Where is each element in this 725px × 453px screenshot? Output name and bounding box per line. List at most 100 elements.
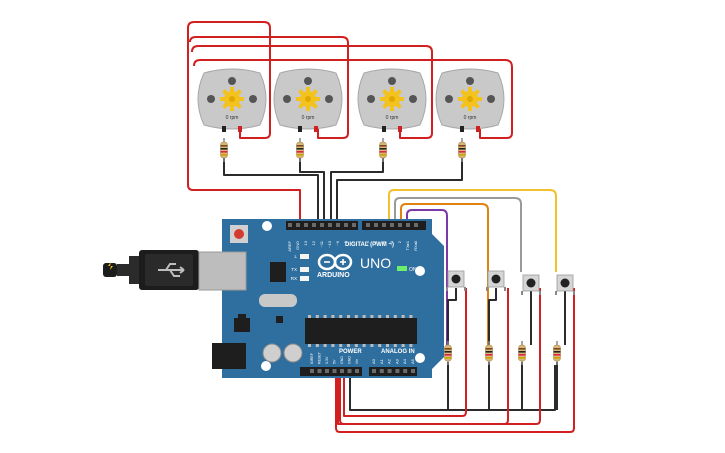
power-jack xyxy=(212,343,246,369)
pin-label: GND xyxy=(295,241,300,250)
pin-label: 8 xyxy=(343,240,348,243)
dc-motor-3: 0 rpm xyxy=(357,68,427,132)
led-label: TX xyxy=(291,267,297,272)
pin-socket xyxy=(398,223,402,227)
pin-label: ~9 xyxy=(335,240,340,245)
button2-stub xyxy=(488,288,497,345)
atmega-chip xyxy=(305,318,417,344)
arduino-logo-icon xyxy=(317,253,353,271)
motor2-terminal-wire xyxy=(317,60,349,139)
motor2-signal-wire xyxy=(299,158,325,222)
pin-socket xyxy=(352,223,356,227)
power-header: POWER xyxy=(339,349,362,355)
pin-label: 7 xyxy=(351,240,356,243)
pin-socket xyxy=(395,369,400,373)
motor-power-wire-1 xyxy=(187,28,301,222)
push-button-4 xyxy=(555,274,575,295)
pin-label: A0 xyxy=(371,358,376,364)
button3-resistor xyxy=(518,341,526,365)
reset-button xyxy=(234,229,244,239)
pin-socket xyxy=(403,369,408,373)
pin-socket xyxy=(310,369,314,373)
pin-label: GND xyxy=(348,356,352,364)
pin-socket xyxy=(379,369,384,373)
button2-resistor xyxy=(485,341,493,365)
motor-power-wire-3 xyxy=(189,36,349,60)
pin-socket xyxy=(374,223,378,227)
button1-stub xyxy=(447,288,457,345)
usb-icon xyxy=(158,263,185,277)
motor4-signal-wire xyxy=(336,158,463,222)
motor-power-wire-2 xyxy=(187,21,271,60)
pin-socket xyxy=(347,369,352,373)
pin-socket xyxy=(390,223,394,227)
pin-label: A3 xyxy=(394,358,399,364)
motor-speed-label: 0 rpm xyxy=(386,115,399,121)
on-label: ON xyxy=(409,267,417,273)
pin-socket xyxy=(288,223,292,227)
wires xyxy=(187,21,575,433)
motor-speed-label: 0 rpm xyxy=(302,115,315,121)
vcc-wire-4 xyxy=(337,288,509,425)
pin-socket xyxy=(325,369,329,373)
pin-label: ~11 xyxy=(319,240,324,247)
motor-power-wire-4 xyxy=(191,45,433,60)
analog-header: ANALOG IN xyxy=(381,349,415,355)
usb-port xyxy=(198,251,247,291)
dc-motor-2: 0 rpm xyxy=(273,68,343,132)
pin-label: GND xyxy=(340,356,344,364)
button4-signal-wire xyxy=(388,189,557,272)
button3-signal-wire xyxy=(394,197,522,272)
ground-bus-wire xyxy=(349,365,556,411)
motor-speed-label: 0 rpm xyxy=(226,115,239,121)
pin-socket xyxy=(387,369,392,373)
motor1-resistor xyxy=(220,138,228,162)
pin-socket xyxy=(320,223,324,227)
led-label: RX xyxy=(291,276,297,281)
pin-socket xyxy=(304,223,308,227)
pin-socket xyxy=(344,223,348,227)
pin-label: A4 xyxy=(402,358,407,364)
pin-socket xyxy=(355,369,359,373)
pin-label: 5V xyxy=(333,359,337,364)
vcc-wire-1 xyxy=(335,288,575,433)
pin-socket xyxy=(372,369,376,373)
motor-speed-label: 0 rpm xyxy=(464,115,477,121)
pin-socket xyxy=(414,223,418,227)
pin-socket xyxy=(366,223,370,227)
pin-socket xyxy=(340,369,344,373)
push-button-3 xyxy=(521,274,541,295)
button4-resistor xyxy=(553,341,561,365)
pin-socket xyxy=(312,223,316,227)
pin-label: ~10 xyxy=(327,240,332,248)
pin-label: RESET xyxy=(318,351,322,364)
lightning-icon xyxy=(108,262,113,270)
vcc-wire-3 xyxy=(343,288,467,417)
push-button-1 xyxy=(446,270,466,291)
button2-signal-wire xyxy=(400,203,489,345)
motor1-signal-wire xyxy=(223,158,319,222)
status-led xyxy=(300,267,309,272)
on-led xyxy=(397,266,407,271)
digital-header: DIGITAL (PWM ~) xyxy=(345,242,394,248)
usb-chip xyxy=(270,262,286,282)
pin-label: ~3 xyxy=(389,240,394,245)
regulator xyxy=(234,318,250,332)
motors: 0 rpm 0 rpm 0 rpm 0 rpm xyxy=(197,68,505,132)
pin-label: 12 xyxy=(311,240,316,245)
resistors xyxy=(220,138,561,365)
led-label: L xyxy=(294,254,297,259)
pin-label: 2 xyxy=(397,240,402,243)
pin-label: ~6 xyxy=(365,240,370,245)
dc-motor-4: 0 rpm xyxy=(435,68,505,132)
status-led xyxy=(300,276,309,281)
dc-motor-1: 0 rpm xyxy=(197,68,267,132)
capacitor-1 xyxy=(262,343,282,363)
pin-label: IOREF xyxy=(310,352,314,364)
pin-label: 4 xyxy=(381,240,386,243)
pin-label: 3.3V xyxy=(325,356,329,364)
pin-label: 13 xyxy=(303,240,308,245)
